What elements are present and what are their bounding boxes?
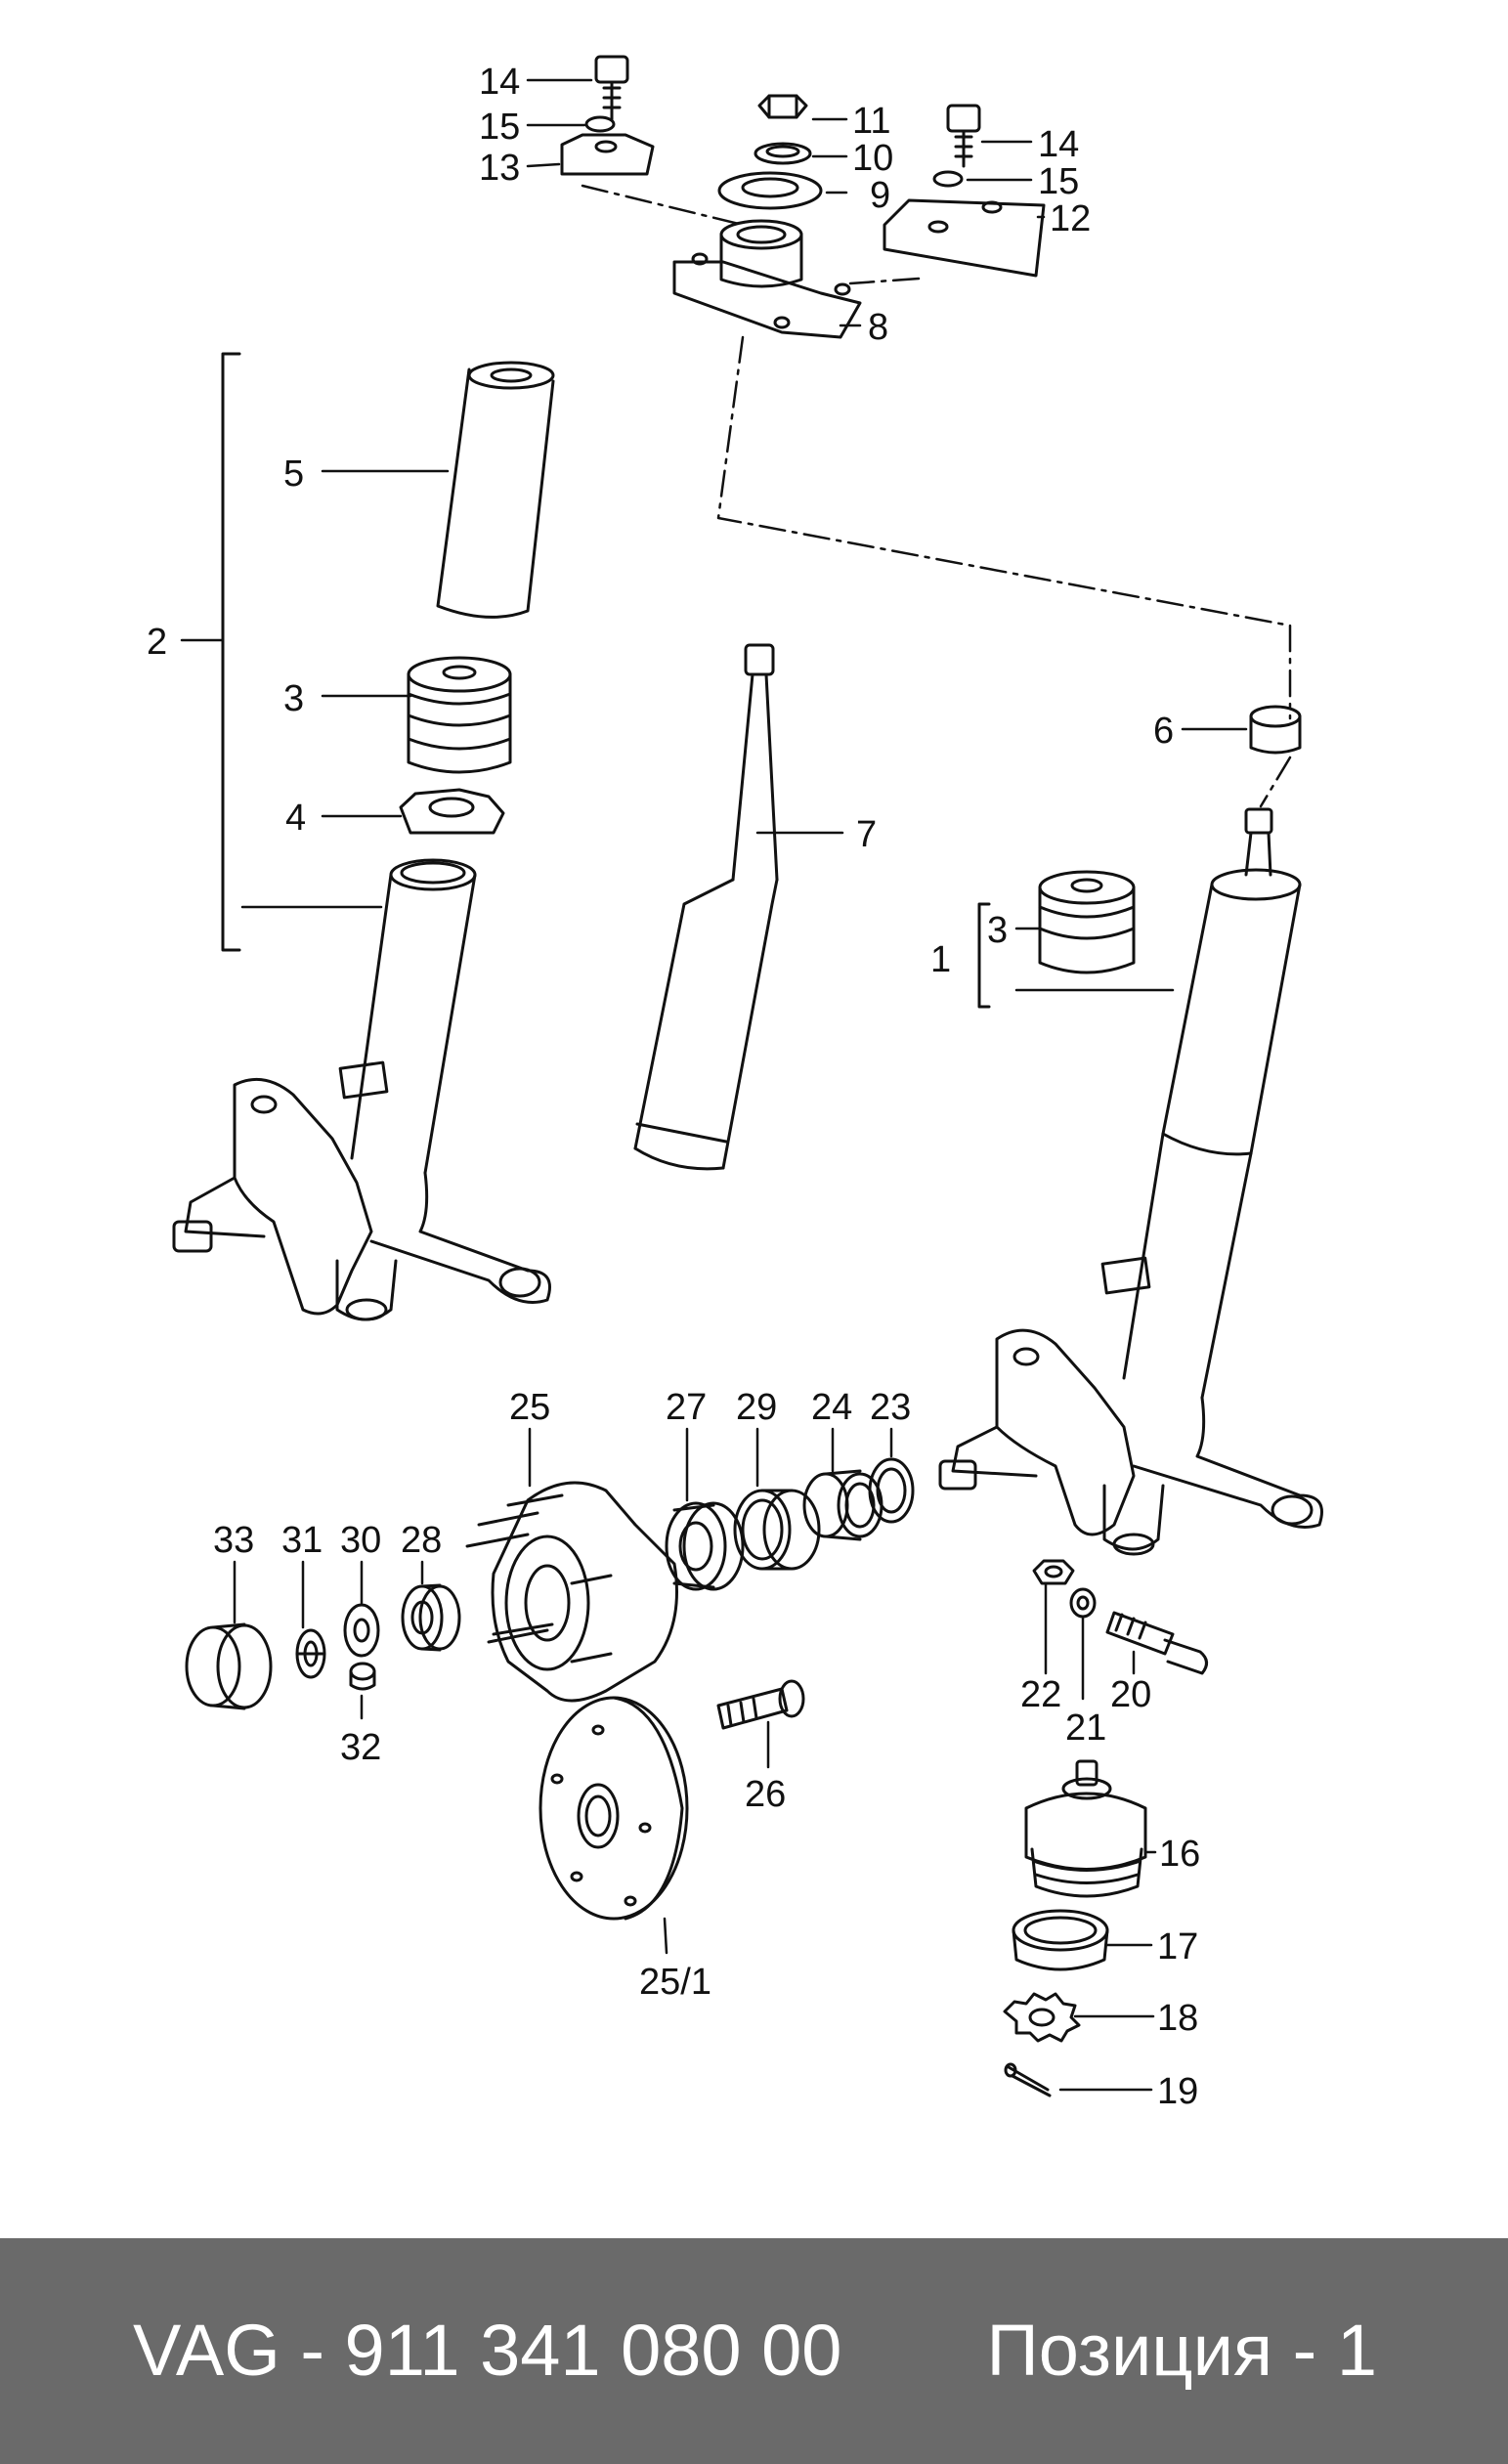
callout-10: 10 xyxy=(852,138,893,179)
part-13-clamp-plate-left xyxy=(560,133,655,176)
part-number-label: VAG - 911 341 080 00 xyxy=(133,2310,842,2391)
callout-23: 23 xyxy=(870,1387,911,1428)
part-14-bolt-left xyxy=(594,55,629,121)
callout-19: 19 xyxy=(1157,2071,1198,2112)
leader-lines xyxy=(180,78,1248,2092)
callout-8: 8 xyxy=(868,307,888,348)
part-9-bearing-plate xyxy=(717,171,823,210)
callout-30: 30 xyxy=(340,1520,381,1561)
callout-9: 9 xyxy=(870,175,890,216)
left-strut-tube xyxy=(338,858,477,1175)
part-20-pin xyxy=(1105,1611,1208,1675)
callout-13: 13 xyxy=(479,148,520,189)
part-33-cap xyxy=(185,1622,273,1710)
part-30-washer xyxy=(343,1603,380,1658)
callout-32: 32 xyxy=(340,1727,381,1768)
part-26-wheel-stud xyxy=(716,1679,805,1730)
callout-27: 27 xyxy=(666,1387,707,1428)
part-21-washer xyxy=(1069,1587,1097,1619)
part-19-cotter-pin xyxy=(1004,2062,1052,2097)
callout-14a: 14 xyxy=(479,62,520,103)
bracket-2 xyxy=(221,352,241,952)
part-23-seal xyxy=(868,1457,915,1524)
part-28-bearing-outer xyxy=(401,1583,461,1652)
callout-2: 2 xyxy=(147,622,167,663)
callout-labels: 14 15 13 11 10 9 14 15 12 8 5 2 3 4 7 6 … xyxy=(147,62,1200,2112)
callout-12: 12 xyxy=(1050,198,1091,239)
part-11-nut xyxy=(757,94,808,119)
callout-4: 4 xyxy=(285,798,306,839)
part-25-wheel-hub xyxy=(465,1481,678,1703)
part-25-1-brake-disc xyxy=(539,1696,689,1921)
callout-16: 16 xyxy=(1159,1834,1200,1875)
right-steering-knuckle xyxy=(938,1328,1323,1556)
callout-24: 24 xyxy=(811,1387,852,1428)
callout-21: 21 xyxy=(1065,1708,1106,1749)
callout-11: 11 xyxy=(852,101,890,142)
part-4-spring-nut xyxy=(399,788,505,835)
part-15-washer-left xyxy=(584,115,616,133)
callout-25: 25 xyxy=(509,1387,550,1428)
callout-15a: 15 xyxy=(479,107,520,148)
part-7-shock-insert xyxy=(633,643,779,1171)
part-3-bump-stop-right xyxy=(1038,870,1136,974)
callout-22: 22 xyxy=(1020,1674,1061,1715)
part-3-bump-stop-left xyxy=(407,656,512,774)
part-32-screw xyxy=(349,1662,376,1691)
part-16-ball-joint xyxy=(1024,1759,1147,1898)
part-10-washer xyxy=(754,142,812,165)
part-17-ring-nut xyxy=(1012,1909,1109,1971)
callout-33: 33 xyxy=(213,1520,254,1561)
callout-18: 18 xyxy=(1157,1998,1198,2039)
callout-20: 20 xyxy=(1110,1674,1151,1715)
part-6-bushing xyxy=(1249,705,1302,755)
left-steering-knuckle xyxy=(172,1077,551,1321)
footer-bar: VAG - 911 341 080 00 Позиция - 1 xyxy=(0,2238,1508,2464)
part-12-clamp-plate-right xyxy=(883,198,1046,278)
part-8-strut-mount xyxy=(672,219,862,339)
callout-14b: 14 xyxy=(1038,124,1079,165)
callout-5: 5 xyxy=(283,454,304,495)
callout-26: 26 xyxy=(745,1774,786,1815)
part-22-nut xyxy=(1032,1559,1075,1585)
callout-3a: 3 xyxy=(283,678,304,719)
callout-25-1: 25/1 xyxy=(639,1962,711,2003)
part-31-clamp-nut xyxy=(295,1628,326,1679)
callout-7: 7 xyxy=(856,814,877,855)
callout-31: 31 xyxy=(281,1520,323,1561)
callout-17: 17 xyxy=(1157,1926,1198,1967)
callout-15b: 15 xyxy=(1038,161,1079,202)
callout-28: 28 xyxy=(401,1520,442,1561)
part-18-lock-washer xyxy=(1003,1992,1081,2043)
part-5-boot xyxy=(436,361,555,619)
exploded-parts-diagram: 14 15 13 11 10 9 14 15 12 8 5 2 3 4 7 6 … xyxy=(147,55,1323,2112)
right-strut-tube xyxy=(1100,807,1302,1400)
part-29-race xyxy=(733,1489,821,1571)
part-15-washer-right xyxy=(932,170,964,188)
position-label: Позиция - 1 xyxy=(986,2310,1377,2391)
bracket-1 xyxy=(977,902,991,1009)
callout-6: 6 xyxy=(1153,711,1174,752)
part-14-bolt-right xyxy=(946,104,981,168)
part-27-bearing xyxy=(665,1501,745,1591)
callout-3b: 3 xyxy=(987,910,1008,951)
callout-29: 29 xyxy=(736,1387,777,1428)
callout-1: 1 xyxy=(930,939,951,980)
